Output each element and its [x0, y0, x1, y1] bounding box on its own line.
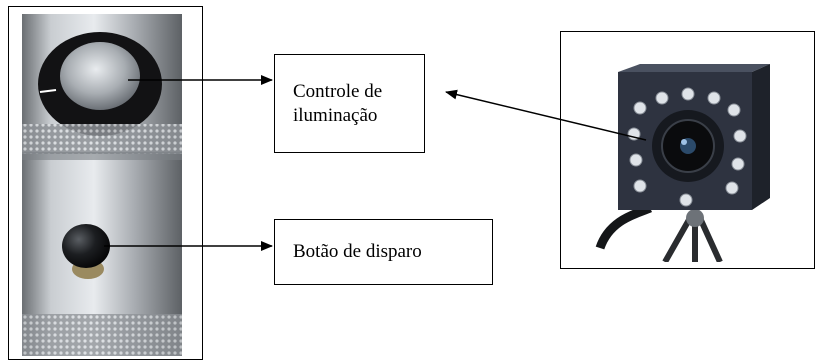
knurled-band [22, 124, 182, 154]
camera-photo [570, 38, 808, 262]
label-botao-disparo: Botão de disparo [274, 219, 493, 285]
label-botao-disparo-text: Botão de disparo [293, 241, 422, 262]
label-controle-iluminacao: Controle de iluminação [274, 54, 425, 153]
illumination-knob-icon [38, 32, 162, 136]
label-controle-iluminacao-text: Controle de iluminação [293, 80, 383, 126]
ir-led-camera-icon [618, 64, 770, 210]
knurled-band-bottom [22, 314, 182, 356]
trigger-button-icon [62, 224, 110, 279]
device-photo [22, 14, 182, 356]
